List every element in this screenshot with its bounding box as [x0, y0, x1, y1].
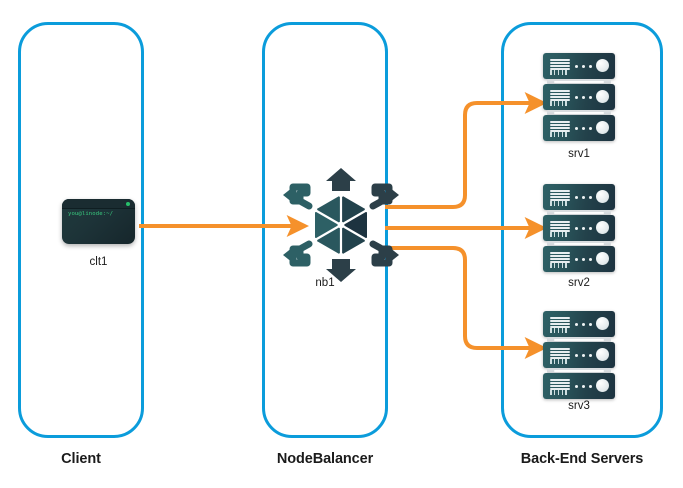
server-rack-icon-srv3[interactable] [543, 311, 615, 399]
rack-knob-icon [596, 317, 609, 330]
rack-unit [543, 184, 615, 210]
rack-lines-icon [550, 121, 570, 133]
rack-connector [547, 79, 611, 84]
rack-knob-icon [596, 190, 609, 203]
rack-knob-icon [596, 379, 609, 392]
rack-unit [543, 246, 615, 272]
rack-dots-icon [575, 384, 592, 389]
rack-ticks-icon [550, 390, 567, 395]
rack-lines-icon [550, 379, 570, 391]
node-label-srv1: srv1 [568, 148, 590, 160]
panel-caption-client: Client [61, 451, 101, 467]
rack-lines-icon [550, 59, 570, 71]
rack-lines-icon [550, 348, 570, 360]
rack-ticks-icon [550, 201, 567, 206]
rack-unit [543, 53, 615, 79]
rack-unit [543, 115, 615, 141]
panel-backend-servers [501, 22, 663, 438]
rack-ticks-icon [550, 70, 567, 75]
panel-caption-backend-servers: Back-End Servers [520, 451, 644, 467]
rack-unit [543, 84, 615, 110]
rack-ticks-icon [550, 232, 567, 237]
panel-caption-nodebalancer: NodeBalancer [276, 451, 374, 467]
rack-dots-icon [575, 257, 592, 262]
rack-ticks-icon [550, 101, 567, 106]
panel-nodebalancer [262, 22, 388, 438]
rack-ticks-icon [550, 328, 567, 333]
node-label-clt1: clt1 [89, 256, 108, 268]
status-dot-icon [126, 201, 130, 206]
rack-lines-icon [550, 317, 570, 329]
rack-unit [543, 373, 615, 399]
node-label-srv3: srv3 [568, 400, 590, 412]
rack-lines-icon [550, 90, 570, 102]
rack-dots-icon [575, 226, 592, 231]
rack-ticks-icon [550, 132, 567, 137]
terminal-titlebar [62, 199, 135, 209]
rack-ticks-icon [550, 359, 567, 364]
rack-knob-icon [596, 90, 609, 103]
server-rack-icon-srv2[interactable] [543, 184, 615, 272]
rack-unit [543, 311, 615, 337]
rack-dots-icon [575, 353, 592, 358]
rack-unit [543, 215, 615, 241]
node-label-srv2: srv2 [568, 277, 590, 289]
rack-lines-icon [550, 221, 570, 233]
rack-dots-icon [575, 64, 592, 69]
rack-connector [547, 241, 611, 246]
rack-knob-icon [596, 221, 609, 234]
rack-connector [547, 210, 611, 215]
rack-dots-icon [575, 126, 592, 131]
rack-knob-icon [596, 59, 609, 72]
terminal-icon[interactable]: you@linode:~/ [62, 199, 135, 244]
rack-knob-icon [596, 348, 609, 361]
rack-knob-icon [596, 252, 609, 265]
rack-dots-icon [575, 322, 592, 327]
server-rack-icon-srv1[interactable] [543, 53, 615, 141]
rack-connector [547, 110, 611, 115]
rack-dots-icon [575, 195, 592, 200]
rack-unit [543, 342, 615, 368]
rack-dots-icon [575, 95, 592, 100]
rack-lines-icon [550, 252, 570, 264]
terminal-prompt-text: you@linode:~/ [68, 211, 114, 217]
rack-knob-icon [596, 121, 609, 134]
rack-lines-icon [550, 190, 570, 202]
terminal-window: you@linode:~/ [62, 199, 135, 244]
rack-ticks-icon [550, 263, 567, 268]
panel-client [18, 22, 144, 438]
rack-connector [547, 368, 611, 373]
rack-connector [547, 337, 611, 342]
node-label-nb1: nb1 [315, 277, 335, 289]
